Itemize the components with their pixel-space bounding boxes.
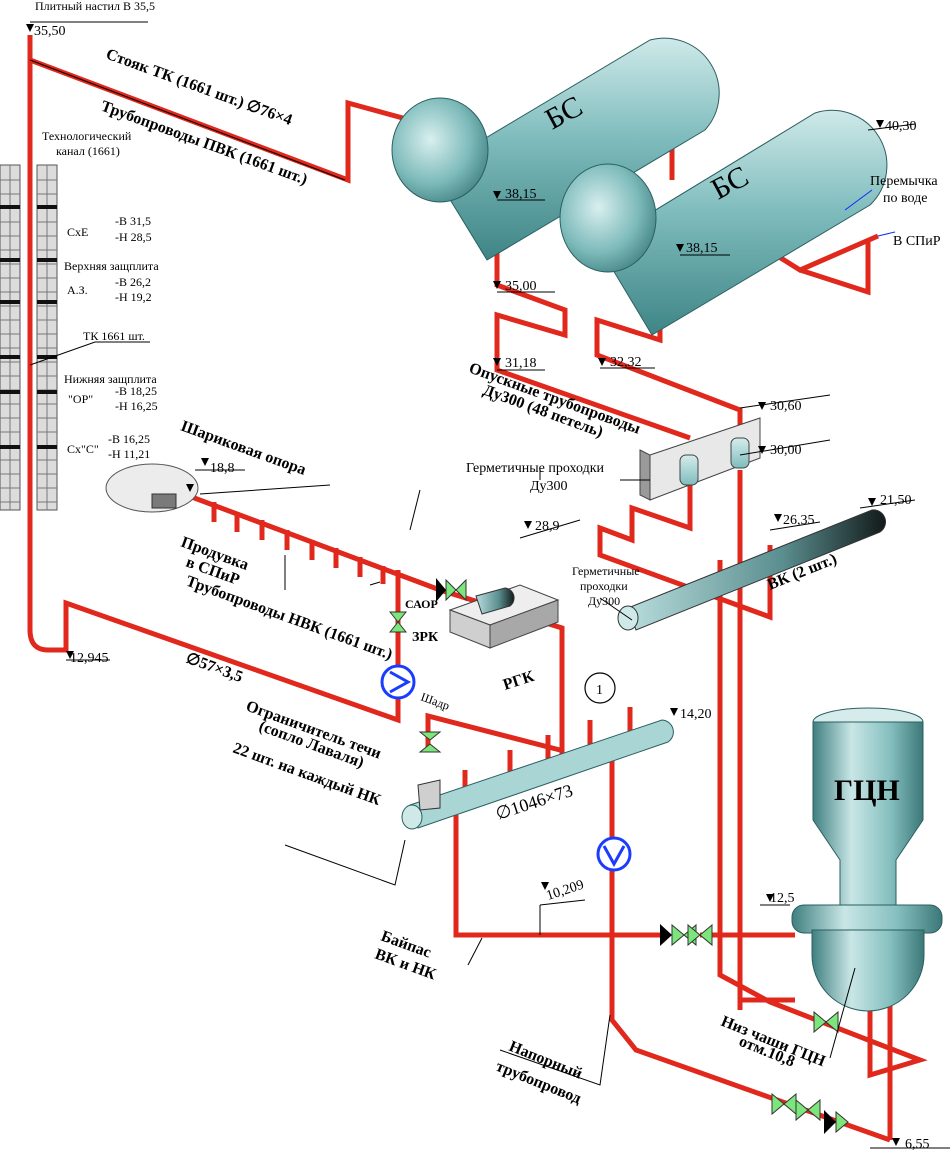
label-jumper-1: Перемычка — [870, 174, 938, 189]
elev-10209: 10,209 — [545, 878, 586, 904]
elev-3815-b: 38,15 — [686, 241, 718, 256]
label-or-v: -В 18,25 — [115, 384, 157, 398]
elev-12945: 12,945 — [70, 651, 109, 666]
label-upper-shield: Верхняя защплита — [64, 259, 159, 273]
label-tk1661: ТК 1661 шт. — [83, 329, 145, 343]
elev-125: 12,5 — [770, 891, 795, 906]
elev-3060: 30,60 — [770, 399, 802, 414]
pressure-header — [401, 719, 674, 830]
label-top-deck: Плитный настил В 35,5 — [35, 0, 155, 13]
label-shadr: Шадр — [419, 690, 452, 713]
reactor-core-column — [0, 164, 58, 511]
label-sxc-v: -В 16,25 — [108, 432, 150, 446]
elev-1420: 14,20 — [680, 707, 712, 722]
elev-3500: 35,00 — [505, 279, 537, 294]
label-sxc: Сх"С" — [67, 442, 99, 456]
check-valve-bypass — [660, 924, 672, 946]
label-saor: САОР — [405, 597, 438, 611]
elev-3232: 32,32 — [610, 355, 642, 370]
label-hermetic-1: Герметичные проходки — [466, 461, 604, 476]
label-hermetic-small-2: проходки — [580, 579, 628, 593]
label-jumper-2: по воде — [883, 191, 927, 206]
elev-3550: 35,50 — [34, 24, 66, 39]
elev-3118: 31,18 — [505, 356, 537, 371]
label-sxc-n: -Н 11,21 — [108, 447, 150, 461]
label-to-spir: В СПиР — [893, 234, 941, 249]
label-hermetic-small-3: Ду300 — [588, 594, 620, 608]
elev-2150: 21,50 — [880, 493, 912, 508]
ball-support — [105, 463, 199, 513]
label-gcn: ГЦН — [834, 774, 900, 807]
label-tech-channel-1: Технологический — [42, 129, 132, 143]
label-hermetic-small-1: Герметичные — [572, 564, 640, 578]
separator-drum-2 — [559, 109, 888, 336]
rgk-block — [448, 584, 560, 649]
label-sxe-n: -Н 28,5 — [115, 230, 152, 244]
label-nvk: Трубопроводы НВК (1661 шт.) — [184, 573, 395, 664]
main-circulation-pump — [791, 707, 943, 1012]
elev-3000: 30,00 — [770, 443, 802, 458]
vk-header — [617, 509, 886, 631]
valves — [388, 578, 849, 1134]
label-tech-channel-2: канал (1661) — [56, 144, 120, 158]
circle-marker — [584, 672, 616, 704]
leader-lines — [29, 21, 950, 1149]
label-az: А.З. — [67, 283, 88, 297]
hermetic-penetration-block — [639, 417, 761, 501]
elev-4030: 40,30 — [885, 119, 917, 134]
label-circle-num: 1 — [596, 683, 603, 698]
check-valve-pressure — [824, 1110, 836, 1134]
check-valve-saor — [436, 578, 446, 602]
elev-289: 28,9 — [535, 519, 560, 534]
elevation-markers — [26, 24, 900, 1146]
label-az-n: -Н 19,2 — [115, 290, 152, 304]
label-or: "ОР" — [68, 392, 93, 406]
pump-pressure — [596, 836, 632, 872]
label-or-n: -Н 16,25 — [115, 399, 158, 413]
elev-3815-a: 38,15 — [505, 187, 537, 202]
elev-2635: 26,35 — [783, 513, 815, 528]
label-zrk: ЗРК — [412, 630, 439, 645]
label-lower-shield: Нижняя защплита — [64, 372, 157, 386]
label-hermetic-2: Ду300 — [530, 479, 568, 494]
label-sxe-v: -В 31,5 — [115, 214, 151, 228]
separator-drum-1 — [391, 37, 720, 261]
label-az-v: -В 26,2 — [115, 275, 151, 289]
pump-shadr — [380, 664, 416, 700]
elev-655: 6,55 — [905, 1137, 930, 1152]
label-rgk: РГК — [501, 668, 537, 694]
label-sxe: СхЕ — [67, 225, 88, 239]
elev-188: 18,8 — [210, 461, 235, 476]
